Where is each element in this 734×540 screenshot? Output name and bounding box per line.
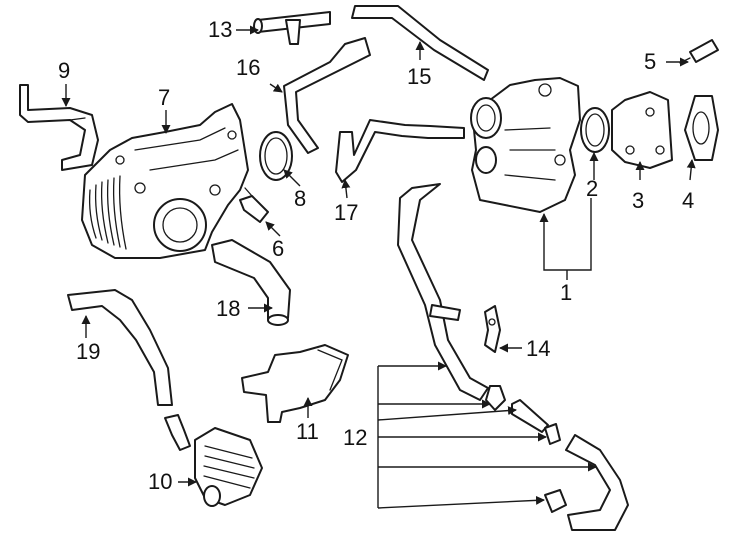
sensor-5 bbox=[679, 39, 719, 64]
water-outlet-11 bbox=[241, 344, 349, 423]
lower-hose-12 bbox=[397, 183, 629, 531]
callout-8: 8 bbox=[294, 186, 307, 211]
hose-18 bbox=[211, 239, 291, 326]
cover-3 bbox=[611, 91, 673, 169]
callout-14: 13 bbox=[208, 17, 233, 42]
callout-17: 17 bbox=[334, 200, 359, 225]
callout-9: 9 bbox=[58, 58, 71, 83]
callout-15: 15 bbox=[407, 64, 432, 89]
callout-10: 10 bbox=[148, 469, 173, 494]
callout-18: 18 bbox=[216, 296, 241, 321]
callout-11: 11 bbox=[296, 419, 319, 444]
callout-4: 4 bbox=[682, 188, 695, 213]
oil-cooler-10 bbox=[164, 414, 263, 507]
sensor-6 bbox=[239, 187, 269, 223]
callout-5: 5 bbox=[644, 49, 657, 74]
bracket-13 bbox=[484, 305, 501, 353]
callout-3: 3 bbox=[632, 188, 645, 213]
pipe-14 bbox=[253, 11, 331, 45]
water-pump-assembly bbox=[81, 103, 249, 259]
hose-15 bbox=[351, 5, 489, 81]
callout-12: 12 bbox=[343, 425, 368, 450]
callout-7: 7 bbox=[158, 85, 171, 110]
hose-17 bbox=[335, 119, 465, 183]
leader-lines bbox=[61, 25, 696, 509]
gasket-2 bbox=[580, 107, 610, 153]
pump-bracket bbox=[19, 84, 99, 171]
callout-16: 16 bbox=[236, 55, 261, 80]
callout-2: 2 bbox=[586, 176, 599, 201]
hose-19 bbox=[67, 289, 173, 406]
hose-16 bbox=[283, 37, 371, 154]
callout-13: 14 bbox=[526, 336, 551, 361]
thermostat-housing bbox=[470, 77, 581, 213]
callout-1: 1 bbox=[560, 280, 573, 305]
gasket-4 bbox=[684, 95, 719, 161]
callout-6: 6 bbox=[272, 236, 285, 261]
o-ring-8 bbox=[259, 131, 293, 181]
callout-19: 19 bbox=[76, 339, 101, 364]
